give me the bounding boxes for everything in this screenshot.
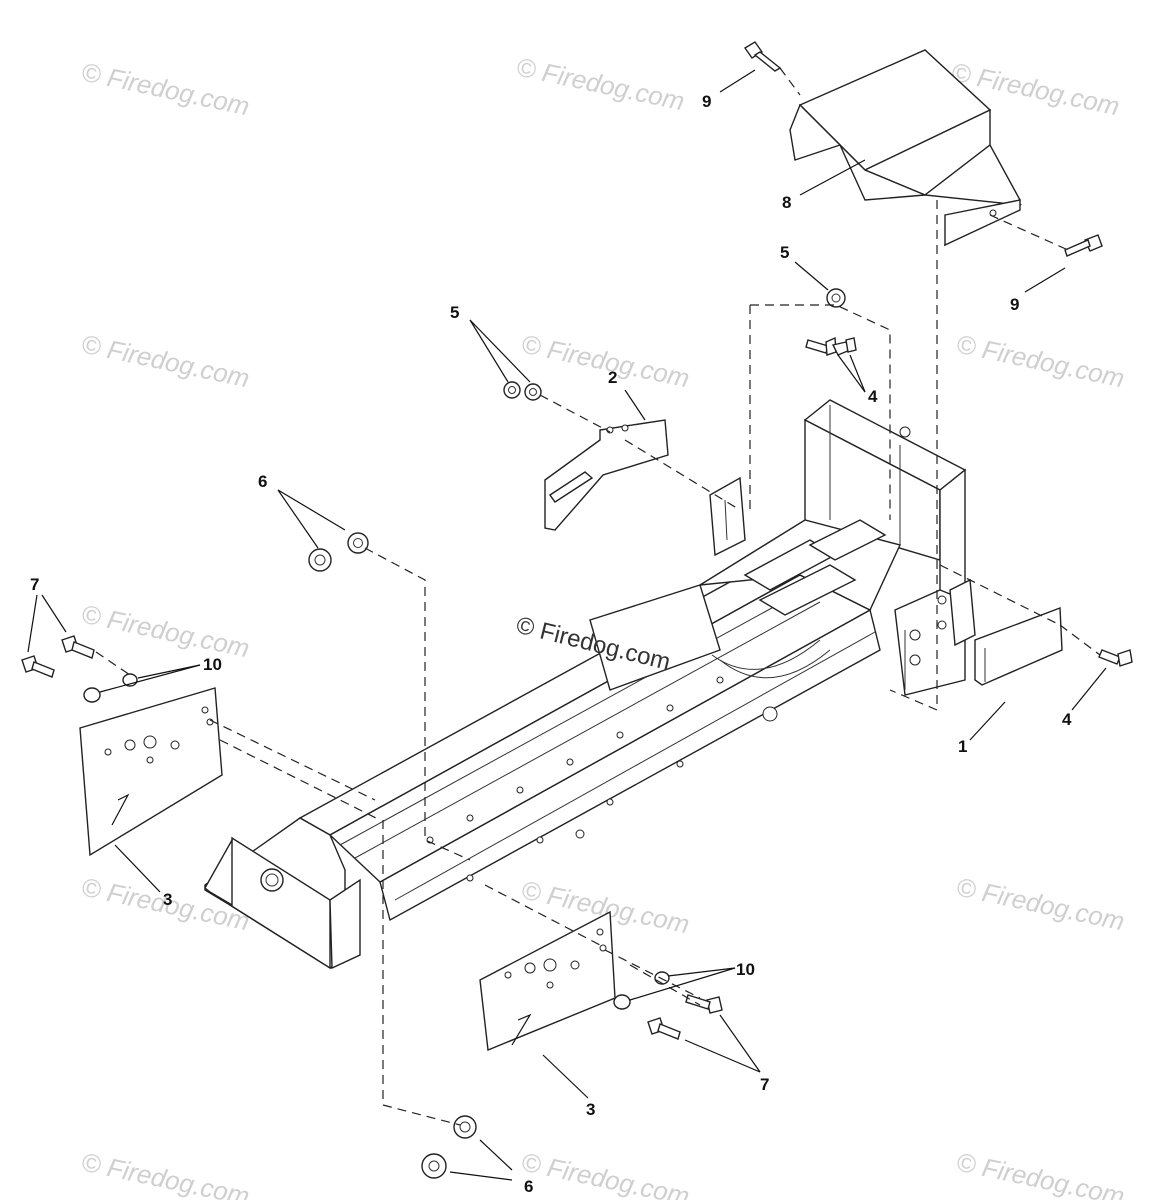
watermark: © Firedog.com xyxy=(519,1147,692,1200)
assembly-lines xyxy=(95,67,1101,1126)
callout-3: 3 xyxy=(163,890,172,909)
watermark: © Firedog.com xyxy=(954,872,1127,937)
callout-1: 1 xyxy=(958,737,967,756)
part-2-bracket xyxy=(544,419,669,531)
part-10-washer xyxy=(654,971,670,985)
part-9-bolt-top xyxy=(743,41,782,72)
part-6-nut xyxy=(347,532,369,554)
chassis-frame xyxy=(204,399,976,970)
callout-9: 9 xyxy=(702,92,711,111)
part-10-washer xyxy=(613,994,631,1010)
part-4-bolt-right xyxy=(1098,649,1133,667)
part-5-nut xyxy=(503,381,521,399)
watermark: © Firedog.com xyxy=(79,599,252,664)
callout-6: 6 xyxy=(258,472,267,491)
part-3-plate-left xyxy=(79,687,223,857)
callout-7: 7 xyxy=(30,575,39,594)
part-5-nut xyxy=(524,383,542,401)
part-7-bolts-bottom xyxy=(647,994,723,1040)
watermark: © Firedog.com xyxy=(79,57,252,122)
watermark: © Firedog.com xyxy=(79,329,252,394)
watermark: © Firedog.com xyxy=(954,1147,1127,1200)
callout-10: 10 xyxy=(203,655,222,674)
watermark: © Firedog.com xyxy=(514,52,687,117)
callout-3: 3 xyxy=(586,1100,595,1119)
callout-9: 9 xyxy=(1010,295,1019,314)
callout-labels: 1 2 3 3 4 4 5 5 6 6 7 7 8 9 9 10 10 xyxy=(30,92,1072,1196)
part-1-shield xyxy=(974,607,1063,686)
callout-5: 5 xyxy=(450,303,459,322)
part-7-bolts-left xyxy=(21,635,95,678)
callout-2: 2 xyxy=(608,368,617,387)
callout-5: 5 xyxy=(780,243,789,262)
part-10-washer xyxy=(83,687,101,703)
part-6-nut xyxy=(421,1153,447,1179)
watermark: © Firedog.com xyxy=(79,1147,252,1200)
part-4-bolts xyxy=(805,336,857,356)
part-3-plate-bottom xyxy=(479,910,616,1051)
watermark: © Firedog.com xyxy=(954,329,1127,394)
callout-4: 4 xyxy=(868,387,878,406)
callout-4: 4 xyxy=(1062,710,1072,729)
callout-8: 8 xyxy=(782,193,791,212)
part-5-nut xyxy=(826,288,846,308)
part-6-nut xyxy=(453,1115,477,1139)
leader-lines xyxy=(27,69,1107,1181)
callout-7: 7 xyxy=(760,1075,769,1094)
hardware xyxy=(21,41,1133,1179)
callout-10: 10 xyxy=(736,960,755,979)
watermark: © Firedog.com xyxy=(519,329,692,394)
part-6-nut xyxy=(308,548,332,572)
callout-6: 6 xyxy=(524,1177,533,1196)
part-9-bolt-right xyxy=(1064,234,1103,257)
part-8-cover xyxy=(789,49,1023,247)
